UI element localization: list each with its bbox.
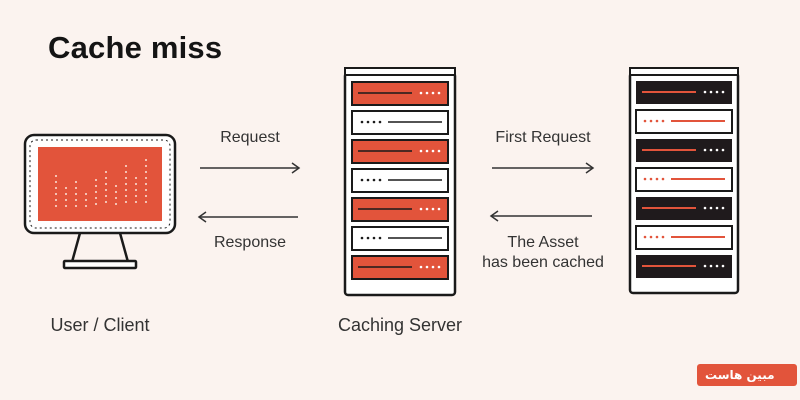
first-request-label: First Request — [495, 129, 591, 146]
first-request-arrow — [492, 162, 595, 174]
caching-server-caption: Caching Server — [337, 315, 463, 335]
response-arrow — [197, 211, 298, 223]
watermark-text: مبین هاست — [705, 368, 775, 382]
request-label: Request — [220, 129, 280, 146]
monitor-icon — [23, 133, 177, 270]
asset-cached-label-line1: The Asset — [507, 234, 579, 251]
watermark-logo: مبین هاست — [697, 364, 797, 386]
diagram-title: Cache miss — [48, 30, 223, 65]
response-label: Response — [213, 234, 287, 251]
asset-cached-arrow — [489, 210, 592, 222]
asset-cached-label-line2: has been cached — [482, 254, 604, 271]
caching-server-rack — [343, 67, 457, 297]
request-arrow — [200, 162, 301, 174]
client-caption: User / Client — [50, 315, 150, 335]
origin-server-rack — [628, 67, 740, 295]
